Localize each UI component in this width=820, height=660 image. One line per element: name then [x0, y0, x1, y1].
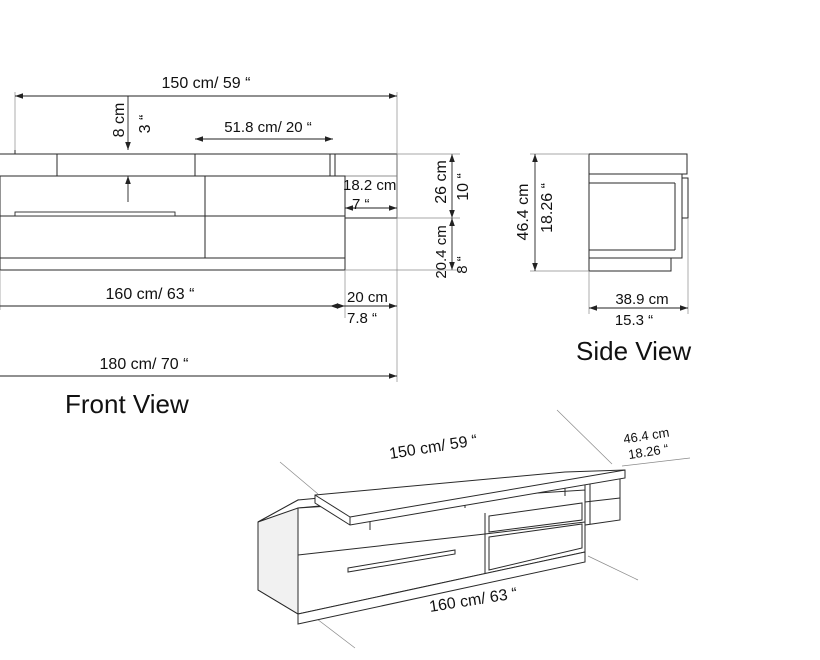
iso-top-width-label: 150 cm/ 59 “ — [388, 432, 479, 463]
side-height-cm-label: 46.4 cm — [515, 184, 532, 241]
iso-drawer-handle — [347, 549, 456, 573]
front-drawer-handle — [14, 211, 176, 217]
side-body — [588, 173, 683, 259]
front-gap-cm-label: 18.2 cm — [343, 177, 396, 194]
front-total-width-label: 180 cm/ 70 “ — [100, 356, 189, 373]
side-height-in-label: 18.26 “ — [539, 183, 556, 233]
front-body-width-label: 160 cm/ 63 “ — [106, 286, 195, 303]
front-top-thickness-in-label: 3 “ — [137, 115, 154, 134]
front-top-thickness-cm-label: 8 cm — [111, 103, 128, 138]
front-overhang-in-label: 7.8 “ — [347, 310, 377, 327]
side-depth-cm-label: 38.9 cm — [615, 291, 668, 308]
side-view-title: Side View — [576, 336, 691, 366]
iso-depth-cm-label: 46.4 cm — [622, 425, 670, 447]
front-base-height-in-label: 8 “ — [454, 256, 471, 274]
front-body — [0, 175, 346, 259]
isometric-view: 150 cm/ 59 “ 46.4 cm 18.26 “ 160 cm/ 63 … — [257, 409, 691, 649]
front-view-title: Front View — [65, 389, 189, 419]
front-top-width-label: 150 cm/ 59 “ — [162, 75, 251, 92]
front-view: 150 cm/ 59 “ 8 cm 3 “ 51.8 cm/ 20 “ 18.2… — [0, 75, 472, 419]
front-overhang-cm-label: 20 cm — [347, 289, 388, 306]
front-base-height-cm-label: 20.4 cm — [433, 225, 450, 278]
iso-depth-in-label: 18.26 “ — [627, 441, 669, 462]
side-depth-in-label: 15.3 “ — [615, 312, 653, 329]
side-plinth — [588, 257, 672, 272]
front-drawer-height-in-label: 10 “ — [455, 173, 472, 201]
iso-body-left-side — [257, 499, 299, 615]
front-shelf-width-label: 51.8 cm/ 20 “ — [224, 119, 312, 136]
front-gap-in-label: 7 “ — [352, 196, 370, 213]
side-view: 46.4 cm 18.26 “ 38.9 cm 15.3 “ Side View — [515, 153, 691, 366]
front-drawer-height-cm-label: 26 cm — [433, 160, 450, 204]
side-top-panel — [588, 153, 688, 175]
front-plinth — [0, 257, 346, 271]
